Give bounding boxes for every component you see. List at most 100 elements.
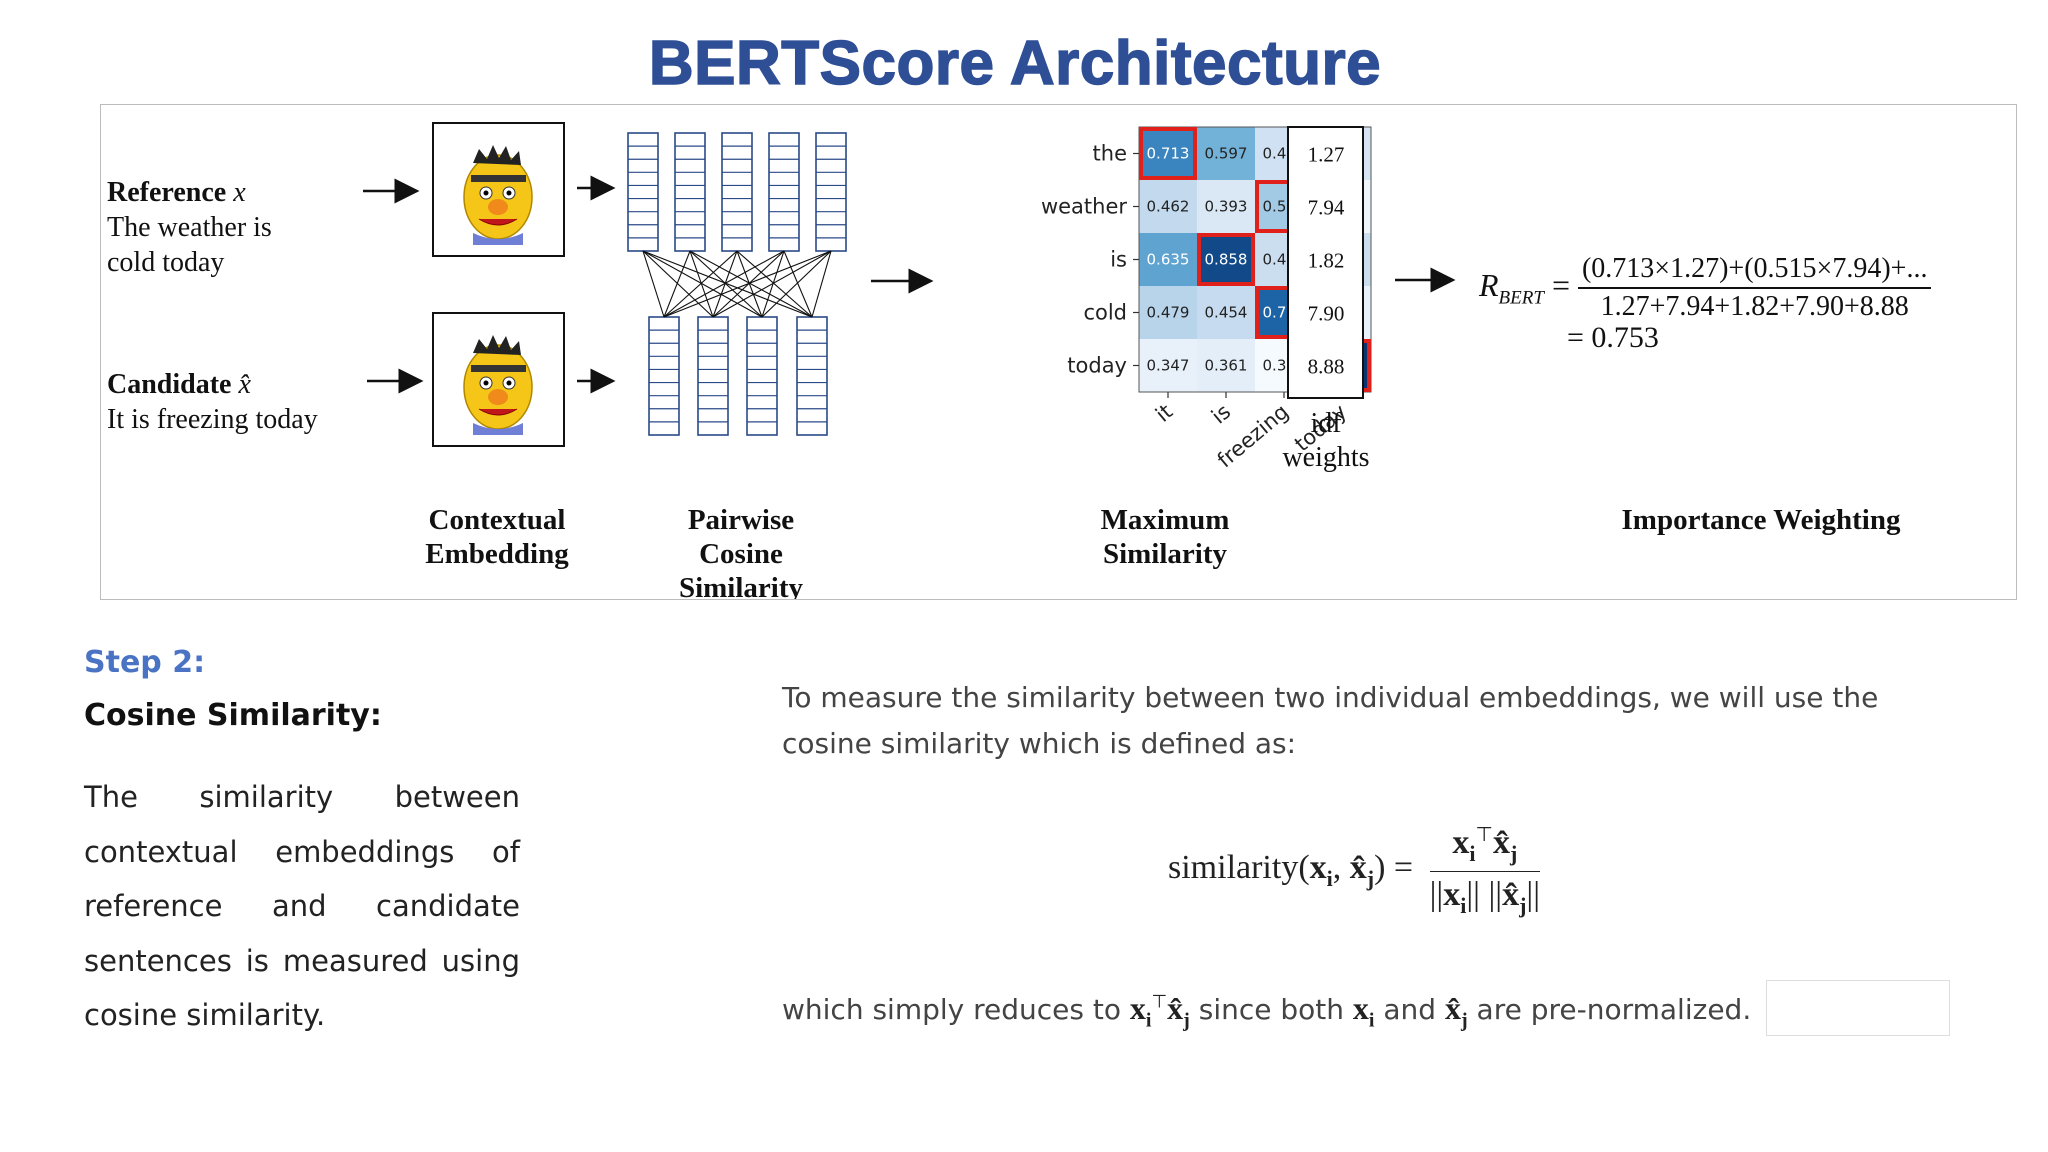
heatmap-cell-value: 0.462 <box>1147 198 1190 216</box>
caption-contextual-embedding: Contextual Embedding <box>397 503 597 571</box>
caption-maximum-similarity: Maximum Similarity <box>1055 503 1275 571</box>
idf-value: 7.94 <box>1308 196 1345 220</box>
reduces-math-xj: x̂j <box>1444 990 1468 1032</box>
caption-pairwise-similarity: Pairwise Cosine Similarity <box>641 503 841 600</box>
heatmap-cell <box>1139 286 1197 339</box>
reduces-suffix: are pre-normalized. <box>1476 993 1752 1026</box>
heatmap-cell-value: 0.635 <box>1147 251 1190 269</box>
candidate-block: Candidate x̂ It is freezing today <box>107 367 318 437</box>
candidate-label: Candidate <box>107 369 232 400</box>
reduces-math-xi: xi <box>1352 990 1375 1032</box>
pairwise-connections <box>642 250 832 318</box>
max-similarity-highlight <box>1197 233 1255 286</box>
step-label: Step 2: <box>84 645 206 680</box>
empty-input-box[interactable] <box>1766 980 1950 1036</box>
idf-weights-panel: 1.27 7.94 1.82 7.90 8.88 <box>1287 126 1364 399</box>
heatmap-cell-value: 0.479 <box>1147 304 1190 322</box>
idf-value: 1.82 <box>1308 249 1345 273</box>
candidate-text: It is freezing today <box>107 404 318 435</box>
heatmap-row-label: the <box>1093 142 1127 166</box>
embedding-diagram <box>363 122 934 447</box>
candidate-symbol: x̂ <box>238 369 251 400</box>
reference-embedding-4 <box>768 132 800 252</box>
caption-contextual-line1: Contextual <box>428 504 566 536</box>
heatmap-cell-value: 0.454 <box>1205 304 1248 322</box>
heatmap-cell-value: 0.858 <box>1205 251 1248 269</box>
equation-denominator: ||xi|| ||x̂j|| <box>1429 876 1541 918</box>
step-title: Cosine Similarity: <box>84 698 382 733</box>
bert-model-icon-top <box>432 122 565 257</box>
caption-pairwise-line3: Similarity <box>678 572 804 600</box>
formula-denominator: 1.27+7.94+1.82+7.90+8.88 <box>1600 291 1909 322</box>
candidate-embeddings <box>648 316 828 436</box>
reduces-and: and <box>1383 993 1437 1026</box>
heatmap-cell <box>1139 180 1197 233</box>
caption-maximum-line1: Maximum <box>1100 504 1230 536</box>
page-title: BERTScore Architecture <box>648 28 1382 99</box>
rbert-symbol: R <box>1479 266 1499 303</box>
caption-pairwise-line1: Pairwise <box>687 504 795 536</box>
heatmap-col-label: is <box>1207 399 1235 428</box>
heatmap-row-label: weather <box>1041 195 1127 219</box>
idf-box <box>1287 126 1364 399</box>
reference-embeddings <box>627 132 847 252</box>
heatmap-cell-value: 0.713 <box>1147 145 1190 163</box>
heatmap-row-label: today <box>1067 354 1127 378</box>
explanation-reduces: which simply reduces to xi⊤x̂j since bot… <box>782 990 1751 1032</box>
reduces-mid: since both <box>1198 993 1344 1026</box>
bert-model-icon-bottom <box>432 312 565 447</box>
formula-numerator: (0.713×1.27)+(0.515×7.94)+... <box>1577 253 1932 289</box>
caption-maximum-line2: Similarity <box>1102 538 1228 570</box>
heatmap-cell-value: 0.393 <box>1205 198 1248 216</box>
caption-contextual-line2: Embedding <box>425 538 569 570</box>
reference-embedding-2 <box>674 132 706 252</box>
equation-numerator: xi⊤x̂j <box>1429 822 1541 873</box>
max-similarity-highlight <box>1139 127 1197 180</box>
heatmap-cell <box>1197 180 1255 233</box>
heatmap-cell-value: 0.361 <box>1205 357 1248 375</box>
heatmap-cell <box>1197 233 1255 286</box>
rbert-formula: RBERT = (0.713×1.27)+(0.515×7.94)+... 1.… <box>1479 253 1932 323</box>
reference-line-2: cold today <box>107 247 225 278</box>
heatmap-col-label: it <box>1151 399 1177 426</box>
reference-embedding-3 <box>721 132 753 252</box>
candidate-embedding-4 <box>796 316 828 436</box>
candidate-embedding-2 <box>697 316 729 436</box>
heatmap-cell <box>1139 233 1197 286</box>
heatmap-cell <box>1197 127 1255 180</box>
heatmap-cell-value: 0.347 <box>1147 357 1190 375</box>
idf-label: idf weights <box>1261 407 1391 475</box>
idf-value: 8.88 <box>1308 355 1345 379</box>
reference-embedding-5 <box>815 132 847 252</box>
candidate-embedding-1 <box>648 316 680 436</box>
idf-value: 7.90 <box>1308 302 1345 326</box>
heatmap-cell-value: 0.597 <box>1205 145 1248 163</box>
caption-importance-weighting: Importance Weighting <box>1621 504 1901 536</box>
heatmap-cell <box>1197 339 1255 392</box>
step-body: The similarity between contextual embedd… <box>84 780 520 1032</box>
formula-arrow <box>1395 267 1456 293</box>
reference-embedding-1 <box>627 132 659 252</box>
formula-result: = 0.753 <box>1567 321 1659 354</box>
rbert-subscript: BERT <box>1498 287 1544 309</box>
candidate-embedding-3 <box>746 316 778 436</box>
heatmap-cell <box>1139 127 1197 180</box>
bertscore-figure: Reference x The weather is cold today Ca… <box>100 104 2017 600</box>
reference-symbol: x <box>233 177 246 208</box>
idf-label-line2: weights <box>1282 442 1370 473</box>
heatmap-cell <box>1197 286 1255 339</box>
equation-lhs: similarity <box>1168 849 1299 887</box>
heatmap-row-label: is <box>1110 248 1127 272</box>
reference-block: Reference x The weather is cold today <box>107 175 272 280</box>
reduces-math-product: xi⊤x̂j <box>1129 990 1190 1032</box>
explanation-intro: To measure the similarity between two in… <box>782 681 1879 760</box>
reduces-prefix: which simply reduces to <box>782 993 1121 1026</box>
caption-pairwise-line2: Cosine <box>699 538 783 570</box>
heatmap-cell <box>1139 339 1197 392</box>
cosine-equation: similarity(xi, x̂j) = xi⊤x̂j ||xi|| ||x̂… <box>1168 822 1541 918</box>
idf-value: 1.27 <box>1308 143 1345 167</box>
reference-line-1: The weather is <box>107 212 272 243</box>
reference-label: Reference <box>107 177 227 208</box>
heatmap-row-label: cold <box>1083 301 1127 325</box>
idf-label-line1: idf <box>1310 408 1342 439</box>
